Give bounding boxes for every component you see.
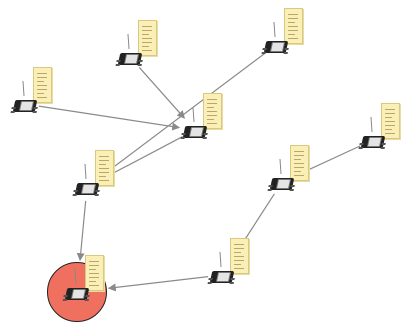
sensor-device-icon bbox=[180, 106, 208, 139]
edge-arrow-n8-to-sink bbox=[107, 276, 209, 292]
sensor-node-n6 bbox=[358, 103, 400, 149]
sensor-device-icon bbox=[62, 268, 90, 301]
data-note-icon bbox=[284, 8, 303, 44]
sensor-node-sink bbox=[47, 255, 107, 322]
sensor-device-icon bbox=[261, 21, 289, 54]
edge-arrow-n4-to-n5 bbox=[100, 136, 183, 181]
sensor-node-n3 bbox=[261, 8, 303, 54]
edge-arrow-n3-to-n5 bbox=[98, 52, 266, 178]
sensor-node-n7 bbox=[267, 145, 309, 191]
data-note-icon bbox=[381, 103, 400, 139]
sensor-node-n2 bbox=[115, 20, 157, 66]
data-note-icon bbox=[203, 93, 222, 129]
data-note-icon bbox=[138, 20, 157, 56]
edge-arrow-n5-to-sink bbox=[76, 200, 87, 262]
data-note-icon bbox=[85, 255, 104, 291]
sensor-node-n5 bbox=[72, 150, 114, 196]
sensor-device-icon bbox=[267, 158, 295, 191]
sensor-node-n1 bbox=[10, 67, 52, 113]
data-note-icon bbox=[290, 145, 309, 181]
sensor-node-n8 bbox=[207, 238, 249, 284]
sensor-device-icon bbox=[10, 80, 38, 113]
edge-arrow-n2-to-n4 bbox=[138, 67, 186, 119]
edge-arrow-n1-to-n4 bbox=[38, 105, 181, 131]
sensor-node-n4 bbox=[180, 93, 222, 139]
sensor-device-icon bbox=[358, 116, 386, 149]
data-note-icon bbox=[33, 67, 52, 103]
data-note-icon bbox=[230, 238, 249, 274]
data-note-icon bbox=[95, 150, 114, 186]
sensor-device-icon bbox=[207, 251, 235, 284]
sensor-device-icon bbox=[72, 163, 100, 196]
sensor-device-icon bbox=[115, 33, 143, 66]
